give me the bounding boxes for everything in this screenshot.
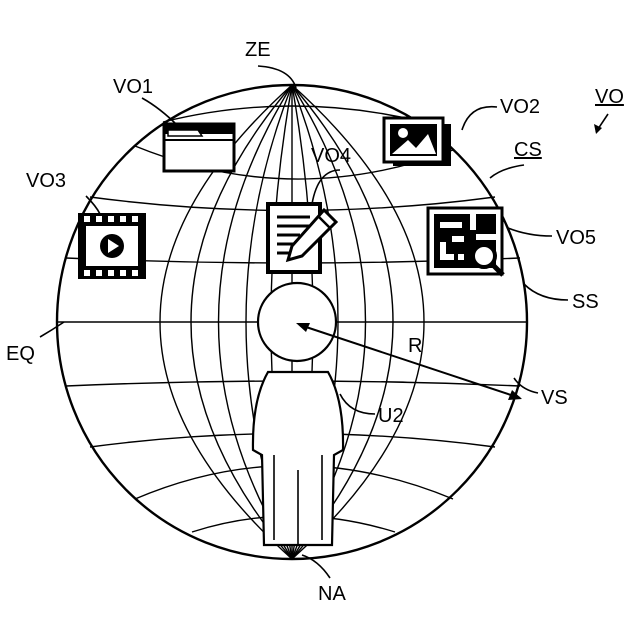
label-na: NA — [318, 583, 346, 605]
map-search-icon — [428, 208, 503, 275]
label-ss: SS — [572, 291, 599, 313]
folder-icon — [164, 124, 234, 171]
label-vo4: VO4 — [311, 145, 351, 167]
label-vo5: VO5 — [556, 227, 596, 249]
label-vo1: VO1 — [113, 76, 153, 98]
label-ze: ZE — [245, 39, 271, 61]
image-gallery-icon — [384, 118, 451, 166]
video-player-icon — [78, 213, 146, 279]
user-figure — [253, 283, 343, 545]
label-cs: CS — [514, 139, 542, 161]
label-vo: VO — [595, 86, 624, 108]
label-eq: EQ — [6, 343, 35, 365]
label-vo2: VO2 — [500, 96, 540, 118]
label-vo3: VO3 — [26, 170, 66, 192]
label-u2: U2 — [378, 405, 404, 427]
label-r: R — [408, 335, 422, 357]
user-head — [258, 283, 336, 361]
label-vs: VS — [541, 387, 568, 409]
